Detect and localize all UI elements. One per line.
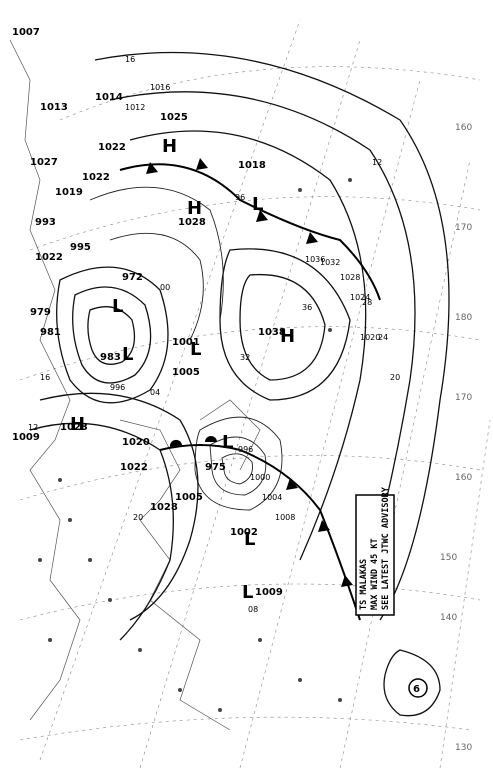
isobar-label: 1005 <box>172 367 200 378</box>
station-observations <box>38 178 352 712</box>
contour-label: 96 <box>235 193 245 202</box>
graticule <box>19 19 491 768</box>
high-pressure-symbol: H <box>70 414 85 435</box>
isobar-label: 1018 <box>238 160 266 171</box>
isobar-label: 979 <box>30 307 51 318</box>
isobar-label: 1027 <box>30 157 58 168</box>
tropical-storm-number: 6 <box>413 684 420 695</box>
isobar-label: 1022 <box>82 172 110 183</box>
advisory-line-2: MAX WIND 45 KT <box>370 538 380 610</box>
high-pressure-symbol: H <box>162 136 177 157</box>
longitude-label: 160 <box>455 473 472 483</box>
isobar-label: 1020 <box>360 333 380 342</box>
isobar-label: 1009 <box>255 587 283 598</box>
isobar-labels: 1007 1009 1022 1023 1020 1022 1028 1005 … <box>12 27 380 598</box>
isobar-label: 1012 <box>125 103 145 112</box>
longitude-label: 170 <box>455 393 472 403</box>
isobar-label: 1005 <box>175 492 203 503</box>
longitude-label: 170 <box>455 223 472 233</box>
isobar-label: 1014 <box>95 92 123 103</box>
isobar-label: 1028 <box>150 502 178 513</box>
contour-label: 04 <box>150 388 160 397</box>
longitude-labels: 130 140 150 160 170 180 170 160 <box>440 123 472 753</box>
contour-label: 24 <box>378 333 388 342</box>
contour-label: 28 <box>362 298 372 307</box>
isobar-label: 1023 <box>60 422 88 433</box>
isobar-label: 1008 <box>275 513 295 522</box>
isobar-label: 996 <box>238 445 253 454</box>
longitude-label: 150 <box>440 553 457 563</box>
contour-label: 20 <box>390 373 400 382</box>
isobar-label: 1009 <box>12 432 40 443</box>
advisory-line-3: SEE LATEST JTWC ADVISORY <box>381 486 391 610</box>
isobar-label: 1016 <box>150 83 170 92</box>
pressure-systems: H H H H L L L L L L L <box>70 136 295 603</box>
isobar-label: 1020 <box>122 437 150 448</box>
low-pressure-symbol: L <box>242 582 253 603</box>
isobar-label: 981 <box>40 327 61 338</box>
isobar-label: 1025 <box>160 112 188 123</box>
isobar-label: 1036 <box>305 255 325 264</box>
isobar-label: 1024 <box>350 293 370 302</box>
fronts <box>119 158 381 621</box>
isobar-label: 1000 <box>250 473 270 482</box>
contour-label: 08 <box>248 605 258 614</box>
isobar-label: 975 <box>205 462 226 473</box>
isobar-label: 1002 <box>230 527 258 538</box>
tropical-storm-symbol: 6 <box>408 678 428 698</box>
advisory-line-1: TS MALAKAS <box>359 559 369 610</box>
contour-label: 32 <box>240 353 250 362</box>
coastline <box>9 39 261 731</box>
isobar-label: 983 <box>100 352 121 363</box>
advisory-frame <box>355 494 395 616</box>
isobar-label: 972 <box>122 272 143 283</box>
high-pressure-symbol: H <box>280 326 295 347</box>
isobar-label: 1022 <box>120 462 148 473</box>
isobar-label: 993 <box>35 217 56 228</box>
isobar-label: 995 <box>70 242 91 253</box>
contour-labels: 16 12 08 04 00 96 20 24 28 32 36 12 16 2… <box>28 55 400 614</box>
contour-label: 16 <box>125 55 135 64</box>
isobar-label: 1001 <box>172 337 200 348</box>
low-pressure-symbol: L <box>252 194 263 215</box>
isobar-label: 1004 <box>262 493 282 502</box>
low-pressure-symbol: L <box>112 296 123 317</box>
isobar-label: 1028 <box>178 217 206 228</box>
contour-label: 12 <box>372 158 382 167</box>
isobar-label: 1028 <box>340 273 360 282</box>
low-pressure-symbol: L <box>122 344 133 365</box>
longitude-label: 130 <box>455 743 472 753</box>
contour-label: 20 <box>133 513 143 522</box>
longitude-label: 160 <box>455 123 472 133</box>
high-pressure-symbol: H <box>187 198 202 219</box>
isobar-label: 1007 <box>12 27 40 38</box>
contour-label: 16 <box>40 373 50 382</box>
isobar-label: 1022 <box>35 252 63 263</box>
longitude-label: 140 <box>440 613 457 623</box>
isobar-label: 1032 <box>320 258 340 267</box>
contour-label: 00 <box>160 283 170 292</box>
longitude-label: 180 <box>455 313 472 323</box>
isobar-label: 1019 <box>55 187 83 198</box>
isobar-label: 996 <box>110 383 125 392</box>
low-pressure-symbol: L <box>190 339 201 360</box>
isobars <box>29 51 450 717</box>
contour-label: 12 <box>28 423 38 432</box>
low-pressure-symbol: L <box>244 529 255 550</box>
low-pressure-symbol: L <box>222 432 233 453</box>
isobar-label: 1038 <box>258 327 286 338</box>
isobar-label: 1013 <box>40 102 68 113</box>
contour-label: 36 <box>302 303 312 312</box>
isobar-label: 1022 <box>98 142 126 153</box>
advisory-box: TS MALAKAS MAX WIND 45 KT SEE LATEST JTW… <box>355 486 395 616</box>
